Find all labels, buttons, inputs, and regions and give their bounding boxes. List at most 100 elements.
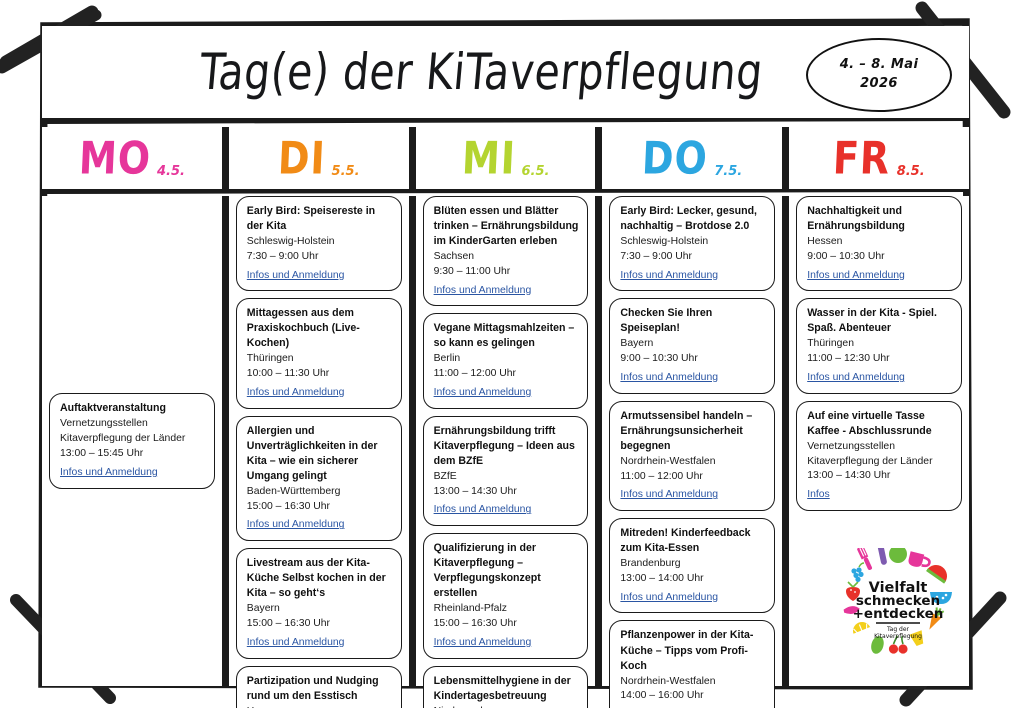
event-card[interactable]: Checken Sie Ihren Speiseplan! Bayern 9:00 … [609, 298, 776, 394]
event-time: 13:00 – 14:30 Uhr [433, 485, 517, 497]
event-registration-link[interactable]: Infos [807, 489, 830, 501]
event-region: Bayern [246, 603, 280, 615]
event-card[interactable]: Wasser in der Kita - Spiel. Spaß. Abente… [796, 298, 962, 394]
event-card[interactable]: Allergien und Unverträglichkeiten in der… [235, 415, 402, 542]
event-registration-link[interactable]: Infos und Anmeldung [433, 284, 532, 296]
event-title: Partizipation und Nudging rund um den Es… [246, 674, 379, 702]
day-abbr-label: FR [832, 132, 892, 184]
event-card[interactable]: Armutssensibel handeln – Ernährungsunsic… [609, 400, 776, 512]
schedule-column-mi: Blüten essen und Blätter trinken – Ernäh… [415, 196, 603, 708]
event-registration-link[interactable]: Infos und Anmeldung [620, 489, 719, 501]
event-title: Blüten essen und Blätter trinken – Ernäh… [433, 205, 579, 248]
event-time: 13:00 – 14:00 Uhr [620, 572, 704, 584]
event-region: BZfE [433, 470, 457, 482]
event-card[interactable]: Pflanzenpower in der Kita-Küche – Tipps … [609, 620, 776, 708]
event-title: Auftaktveranstaltung [60, 402, 166, 415]
bowl-icon [930, 592, 952, 604]
event-time: 9:00 – 10:30 Uhr [620, 353, 698, 365]
apple-icon [889, 548, 907, 563]
event-title: Vegane Mittagsmahlzeiten – so kann es ge… [433, 322, 575, 350]
logo-wordmark: Vielfalt schmecken +entdecken Tag der Ki… [853, 580, 944, 640]
event-registration-link[interactable]: Infos und Anmeldung [60, 466, 158, 478]
event-title: Early Bird: Speisereste in der Kita [246, 205, 376, 233]
event-region: Vernetzungsstellen Kitaverpflegung der L… [60, 418, 186, 445]
event-registration-link[interactable]: Infos und Anmeldung [620, 269, 719, 281]
event-region: Bayern [620, 338, 654, 350]
cherries-icon [888, 635, 908, 654]
watermelon-icon [926, 565, 947, 584]
avocado-icon [871, 636, 884, 654]
event-card[interactable]: Ernährungsbildung trifft Kitaverpflegung… [422, 415, 589, 527]
event-region: Hessen [807, 236, 843, 248]
event-title: Armutssensibel handeln – Ernährungsunsic… [620, 409, 753, 452]
event-registration-link[interactable]: Infos und Anmeldung [246, 519, 345, 531]
event-time: 13:00 – 15:45 Uhr [60, 448, 144, 460]
event-time: 13:00 – 14:30 Uhr [807, 470, 891, 482]
event-registration-link[interactable]: Infos und Anmeldung [433, 636, 532, 648]
pear-icon [909, 630, 924, 646]
event-region: Schleswig-Holstein [246, 236, 335, 248]
event-title: Livestream aus der Kita-Küche Selbst koc… [246, 557, 386, 600]
event-title: Checken Sie Ihren Speiseplan! [620, 307, 713, 335]
event-registration-link[interactable]: Infos und Anmeldung [807, 371, 905, 383]
event-title: Qualifizierung in der Kitaverpflegung – … [433, 542, 541, 600]
event-region: Vernetzungsstellen Kitaverpflegung der L… [807, 440, 933, 467]
event-time: 15:00 – 16:30 Uhr [246, 500, 330, 512]
grapes-icon [851, 562, 865, 582]
day-date-label: 8.5. [896, 164, 925, 179]
event-card[interactable]: Mittagessen aus dem Praxiskochbuch (Live… [235, 298, 402, 409]
event-card[interactable]: Early Bird: Lecker, gesund, nachhaltig –… [609, 196, 776, 292]
event-registration-link[interactable]: Infos und Anmeldung [807, 269, 905, 281]
event-registration-link[interactable]: Infos und Anmeldung [433, 386, 532, 398]
event-card[interactable]: Livestream aus der Kita-Küche Selbst koc… [235, 548, 402, 659]
event-registration-link[interactable]: Infos und Anmeldung [246, 269, 345, 281]
schedule-column-do: Early Bird: Lecker, gesund, nachhaltig –… [602, 196, 790, 708]
event-registration-link[interactable]: Infos und Anmeldung [620, 371, 719, 383]
event-time: 11:00 – 12:00 Uhr [620, 470, 703, 482]
day-abbr-label: DO [641, 132, 710, 184]
event-time: 10:00 – 11:30 Uhr [246, 368, 330, 380]
event-card[interactable]: Partizipation und Nudging rund um den Es… [235, 665, 402, 708]
event-region: Sachsen [433, 251, 475, 263]
event-region: Nordrhein-Westfalen [620, 675, 716, 687]
event-card[interactable]: Auf eine virtuelle Tasse Kaffee - Abschl… [796, 400, 962, 511]
event-title: Nachhaltigkeit und Ernährungsbildung [807, 205, 905, 233]
logo-sub2: Kitaverpflegung [874, 633, 922, 640]
event-region: Berlin [433, 353, 461, 365]
event-card[interactable]: Qualifizierung in der Kitaverpflegung – … [422, 533, 589, 659]
event-title: Ernährungsbildung trifft Kitaverpflegung… [433, 424, 575, 467]
event-card[interactable]: Vegane Mittagsmahlzeiten – so kann es ge… [422, 313, 589, 409]
event-registration-link[interactable]: Infos und Anmeldung [433, 504, 532, 516]
logo-line3: +entdecken [853, 606, 944, 622]
logo-sub1: Tag der [886, 626, 910, 633]
event-region: Thüringen [246, 353, 294, 365]
event-time: 7:30 – 9:00 Uhr [246, 250, 319, 262]
event-region: Rheinland-Pfalz [433, 603, 507, 615]
event-card[interactable]: Blüten essen und Blätter trinken – Ernäh… [422, 196, 589, 307]
event-registration-link[interactable]: Infos und Anmeldung [246, 636, 345, 648]
day-date-label: 5.5. [331, 164, 360, 179]
event-card[interactable]: Lebensmittelhygiene in der Kindertagesbe… [422, 665, 589, 708]
logo-line2: schmecken [856, 593, 940, 609]
event-title: Mittagessen aus dem Praxiskochbuch (Live… [246, 307, 360, 350]
event-region: Brandenburg [620, 558, 681, 570]
event-registration-link[interactable]: Infos und Anmeldung [620, 591, 719, 603]
event-region: Hessen [247, 705, 392, 708]
event-time: 15:00 – 16:30 Uhr [246, 618, 330, 630]
day-abbr-label: MI [460, 132, 517, 184]
pepper-icon [843, 606, 860, 614]
logo-food-ring [843, 548, 952, 654]
logo-line1: Vielfalt [869, 580, 928, 596]
event-time: 11:00 – 12:00 Uhr [433, 368, 517, 380]
cup-icon [908, 551, 931, 568]
event-registration-link[interactable]: Infos und Anmeldung [246, 386, 345, 398]
